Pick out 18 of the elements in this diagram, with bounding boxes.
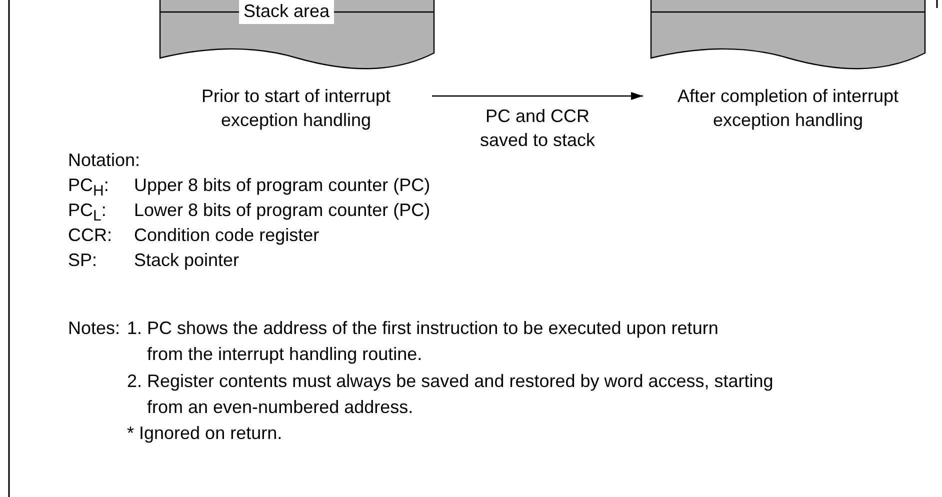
term: PC$_{H}$: — [68, 174, 109, 202]
heading: Notation: — [68, 149, 140, 172]
arrow — [432, 92, 643, 100]
state-caption: Prior to start of interrupt exception handling — [200, 85, 392, 132]
state-caption: After completion of interrupt exception handling — [676, 85, 900, 132]
area-label: Stack area — [239, 0, 334, 24]
term: SP: — [68, 249, 98, 272]
definition: Stack pointer — [134, 249, 240, 272]
note-text: * Ignored on return. — [127, 422, 284, 445]
heading: Notes: — [68, 317, 120, 340]
definition: Upper 8 bits of program counter (PC) — [134, 174, 430, 197]
definition: Condition code register — [134, 224, 320, 247]
term: CCR: — [68, 224, 112, 247]
term: PC$_{L}$: — [68, 199, 106, 227]
edge-label: PC and CCR saved to stack — [478, 105, 596, 152]
note-text: 2. Register contents must always be saved and restored by word access, starting from an even-numbered address. — [127, 370, 774, 419]
note-text: 1. PC shows the address of the first instruction to be executed upon return from the interrupt handling routine. — [127, 317, 720, 366]
definition: Lower 8 bits of program counter (PC) — [134, 199, 430, 222]
